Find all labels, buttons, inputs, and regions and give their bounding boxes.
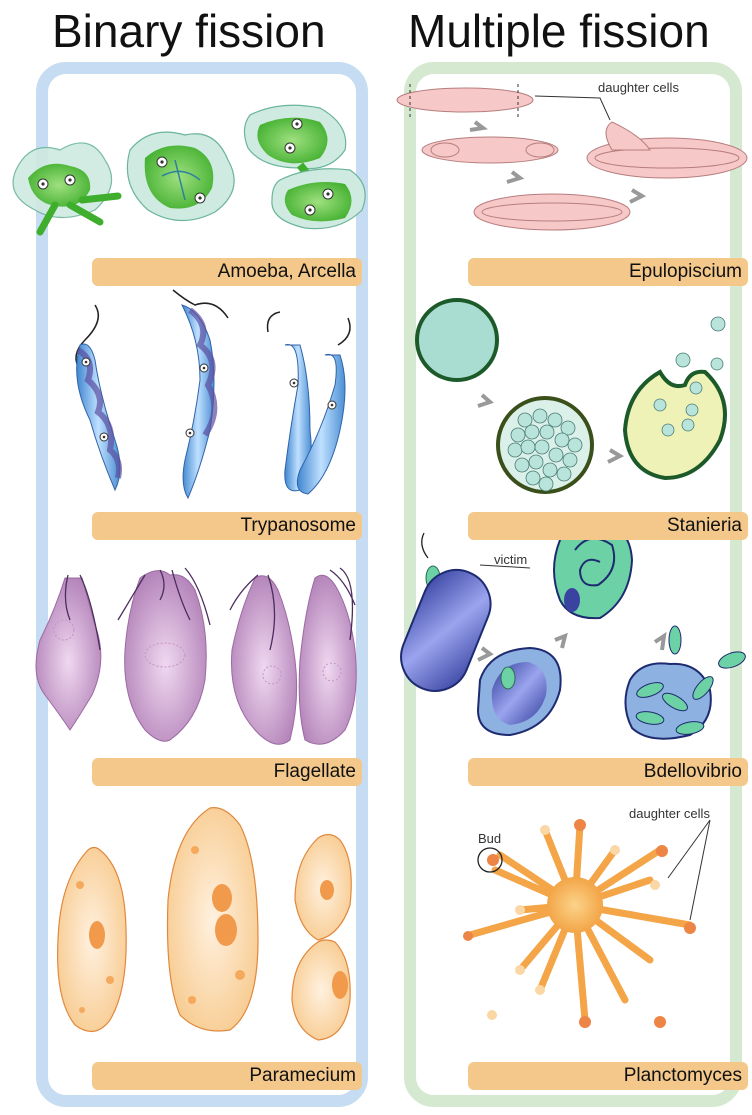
label-planctomyces: Planctomyces bbox=[468, 1062, 748, 1090]
label-stanieria: Stanieria bbox=[468, 512, 748, 540]
amoeba-illustration bbox=[13, 105, 365, 232]
label-flagellate: Flagellate bbox=[92, 758, 362, 786]
epulopiscium-illustration bbox=[397, 84, 747, 230]
trypanosome-illustration bbox=[76, 290, 350, 498]
paramecium-illustration bbox=[58, 808, 352, 1040]
label-bdellovibrio: Bdellovibrio bbox=[468, 758, 748, 786]
label-trypanosome: Trypanosome bbox=[92, 512, 362, 540]
label-paramecium: Paramecium bbox=[92, 1062, 362, 1090]
planctomyces-illustration bbox=[463, 819, 710, 1028]
flagellate-illustration bbox=[36, 568, 356, 744]
planctomyces-bud-label: Bud bbox=[478, 831, 501, 846]
stanieria-illustration bbox=[417, 300, 725, 492]
planctomyces-daughter-cells-label: daughter cells bbox=[629, 806, 710, 821]
label-epulopiscium: Epulopiscium bbox=[468, 258, 748, 286]
bdellovibrio-illustration bbox=[391, 522, 748, 739]
label-amoeba: Amoeba, Arcella bbox=[92, 258, 362, 286]
epulopiscium-daughter-cells-label: daughter cells bbox=[598, 80, 679, 95]
bdellovibrio-victim-label: victim bbox=[494, 552, 527, 567]
